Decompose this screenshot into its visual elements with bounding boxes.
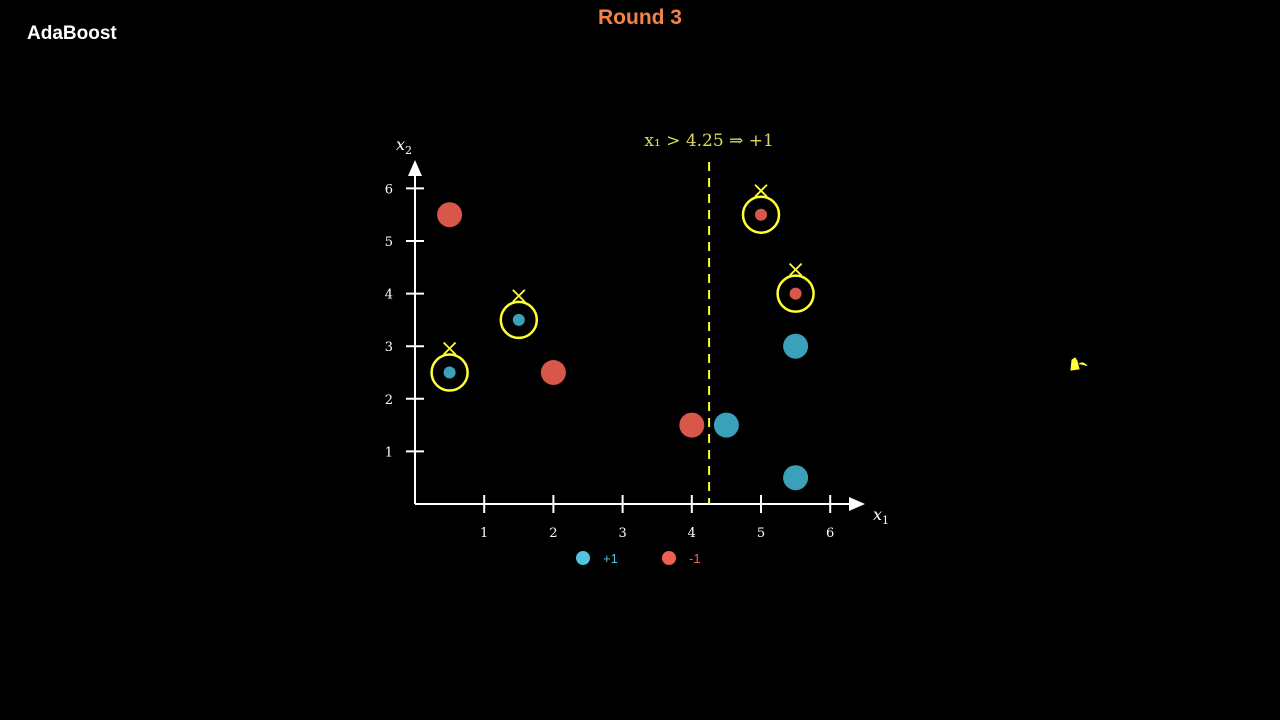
negative-point	[679, 412, 705, 438]
positive-point	[783, 333, 809, 359]
x-tick-label: 4	[688, 526, 696, 541]
x-axis-title: x1	[873, 505, 889, 527]
error-cross-icon	[788, 262, 803, 277]
misclassified-ring	[499, 300, 539, 340]
x-tick-label: 3	[618, 526, 626, 541]
x-tick-label: 5	[757, 526, 765, 541]
x-tick-label: 2	[549, 526, 557, 541]
negative-point	[755, 208, 767, 221]
positive-point	[512, 313, 525, 326]
positive-point	[783, 465, 809, 491]
legend-marker-negative	[662, 551, 676, 565]
y-tick-label: 2	[385, 393, 393, 408]
axes: 1 2 3 4 5 6 1 2 3 4 5 6 x1 x2	[385, 135, 889, 541]
y-tick-label: 1	[385, 445, 393, 460]
positive-point	[443, 366, 456, 379]
positive-point	[713, 412, 739, 438]
legend-label: +1	[603, 551, 618, 566]
negative-point	[540, 360, 566, 385]
x-tick-label: 1	[480, 526, 488, 541]
cursor-marker	[1070, 357, 1088, 371]
error-cross-icon	[754, 184, 768, 198]
y-tick-label: 4	[385, 288, 393, 303]
negative-point	[789, 287, 802, 300]
decision-stump: x₁ > 4.25 ⇒ +1	[644, 131, 774, 504]
legend-label: -1	[689, 551, 701, 566]
misclassified-ring	[741, 195, 781, 234]
misclassified-ring	[430, 353, 469, 392]
rule-label: x₁ > 4.25 ⇒ +1	[644, 131, 773, 151]
legend-marker-positive	[576, 551, 590, 565]
y-axis-arrow	[408, 160, 422, 176]
y-tick-label: 3	[385, 340, 393, 355]
misclassified-ring	[776, 274, 815, 313]
y-tick-label: 6	[385, 182, 393, 197]
legend: +1 -1	[576, 551, 701, 566]
error-cross-icon	[442, 341, 457, 356]
round-title: Round 3	[598, 6, 682, 29]
pointer-cursor-icon	[1070, 357, 1088, 371]
x-tick-label: 6	[826, 526, 834, 541]
x-axis-arrow	[849, 497, 865, 511]
y-axis-title: x2	[396, 135, 412, 157]
y-tick-label: 5	[385, 235, 393, 250]
negative-point	[437, 202, 463, 228]
app-title: AdaBoost	[27, 23, 117, 44]
data-points	[430, 184, 815, 491]
error-cross-icon	[512, 289, 526, 303]
